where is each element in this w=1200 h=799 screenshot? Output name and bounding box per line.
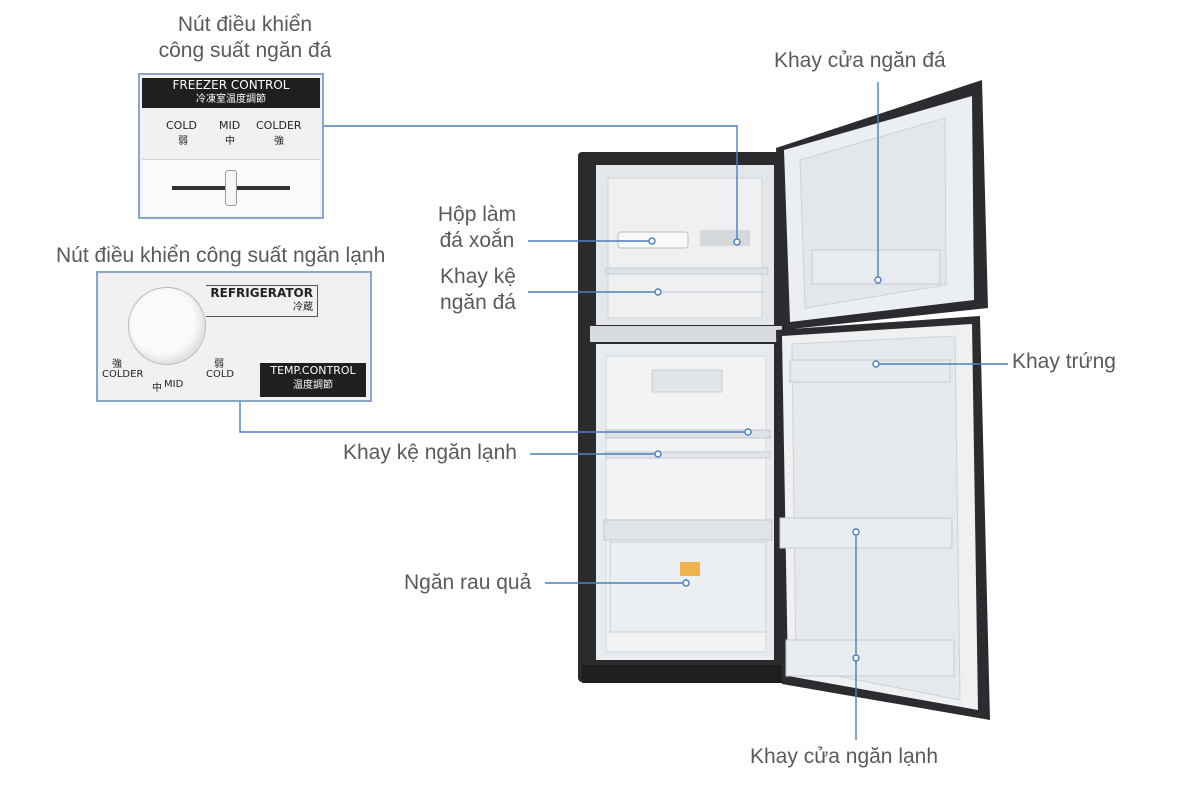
freezer-panel-subtitle: 冷凍室温度調節	[196, 94, 266, 105]
freezer-opt-colder: COLDER	[256, 119, 302, 132]
label-freezer-shelf-line2: ngăn đá	[440, 291, 516, 314]
freezer-opt-mid-cjk: 中	[225, 136, 235, 147]
label-freezer-knob: Nút điều khiển công suất ngăn đá	[150, 12, 340, 64]
temp-control-label: TEMP.CONTROL	[270, 364, 356, 377]
fridge-door-tray-bottom	[785, 639, 955, 677]
freezer-slider-knob[interactable]	[225, 170, 237, 206]
label-fridge-knob: Nút điều khiển công suất ngăn lạnh	[56, 244, 386, 267]
freezer-opt-colder-cjk: 強	[274, 136, 284, 147]
label-fridge-door-tray: Khay cửa ngăn lạnh	[750, 745, 939, 768]
fridge-dial[interactable]	[128, 287, 206, 365]
egg-tray	[789, 359, 951, 383]
freezer-opt-cold: COLD	[166, 119, 197, 132]
crisper-badge	[680, 562, 700, 576]
fridge-shelf-upper	[605, 429, 771, 439]
fridge-control-panel: REFRIGERATOR 冷蔵 強 COLDER 中 MID 弱 COLD TE…	[96, 271, 372, 402]
label-ice-maker-line1: Hộp làm	[437, 203, 517, 226]
fridge-mid: MID	[164, 379, 184, 390]
freezer-panel-title: FREEZER CONTROL	[172, 78, 290, 92]
label-ice-maker-line2: đá xoắn	[439, 229, 515, 252]
fridge-title-box: REFRIGERATOR 冷蔵	[206, 285, 318, 317]
leader-fridge-knob	[239, 402, 748, 433]
temp-control-label-cjk: 温度調節	[293, 380, 333, 391]
label-freezer-shelf-line1: Khay kệ	[440, 265, 516, 288]
freezer-control-slot	[700, 230, 750, 246]
fridge-door-tray-mid	[779, 517, 953, 549]
fridge-panel-title: REFRIGERATOR	[210, 286, 313, 300]
leader-lines	[239, 82, 1008, 740]
freezer-panel-header: FREEZER CONTROL 冷凍室温度調節	[142, 78, 320, 108]
freezer-control-panel: FREEZER CONTROL 冷凍室温度調節 COLD 弱 MID 中 COL…	[138, 73, 324, 219]
label-freezer-shelf: Khay kệ ngăn đá	[426, 264, 530, 316]
label-egg-tray: Khay trứng	[1012, 350, 1116, 373]
fridge-shelf	[605, 451, 771, 459]
freezer-shelf	[605, 267, 769, 275]
freezer-opt-mid: MID	[219, 119, 241, 132]
freezer-opt-cold-cjk: 弱	[178, 136, 188, 147]
crisper-drawer	[609, 541, 767, 633]
label-fridge-shelf: Khay kệ ngăn lạnh	[343, 441, 517, 464]
label-crisper: Ngăn rau quả	[404, 571, 532, 594]
fridge-colder-cjk: 強	[112, 359, 122, 370]
label-ice-maker: Hộp làm đá xoắn	[424, 202, 530, 254]
fridge-base	[582, 665, 792, 683]
fridge-mid-cjk: 中	[152, 383, 162, 394]
freezer-panel-lower	[142, 159, 320, 216]
label-freezer-knob-line1: Nút điều khiển	[177, 13, 313, 36]
fridge-cold: COLD	[206, 369, 235, 380]
crisper-lid	[603, 519, 773, 541]
fridge-cold-cjk: 弱	[214, 359, 224, 370]
fridge-colder: COLDER	[102, 369, 144, 380]
leader-dots	[648, 237, 882, 662]
label-freezer-knob-line2: công suất ngăn đá	[158, 39, 332, 62]
label-freezer-door-tray: Khay cửa ngăn đá	[774, 49, 946, 72]
fridge-panel-title-cjk: 冷蔵	[293, 302, 313, 313]
compartment-divider	[590, 326, 782, 342]
temp-control-badge: TEMP.CONTROL 温度調節	[260, 363, 366, 397]
leader-freezer-knob	[322, 125, 738, 240]
